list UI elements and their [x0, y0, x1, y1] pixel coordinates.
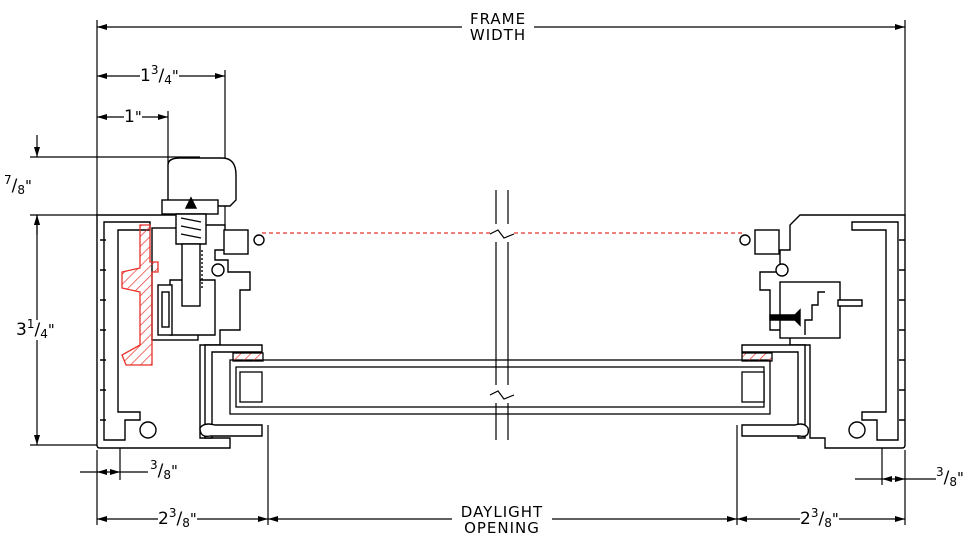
dim-3-1-4-label: 31/4" — [16, 317, 55, 341]
dim-7-8-label: 7/8" — [4, 173, 32, 197]
dim-1-label: 1" — [124, 107, 142, 127]
dim-2-3-8-left-label: 23/8" — [158, 506, 197, 530]
frame-width-label: FRAME WIDTH — [462, 11, 534, 43]
daylight-opening-label: DAYLIGHT OPENING — [452, 504, 552, 536]
hatched-section — [121, 224, 159, 366]
glazing-unit — [229, 352, 773, 415]
dim-2-3-8-right-label: 23/8" — [800, 506, 839, 530]
dim-3-8-right-label: 3/8" — [936, 465, 964, 489]
left-frame-profile — [96, 214, 263, 449]
dim-3-8-left-label: 3/8" — [150, 458, 178, 482]
right-frame-profile — [739, 214, 906, 449]
dim-1-3-4-label: 13/4" — [140, 63, 179, 87]
arrowheads — [34, 24, 905, 522]
break-symbol — [489, 190, 515, 440]
pressure-knob — [161, 157, 265, 307]
